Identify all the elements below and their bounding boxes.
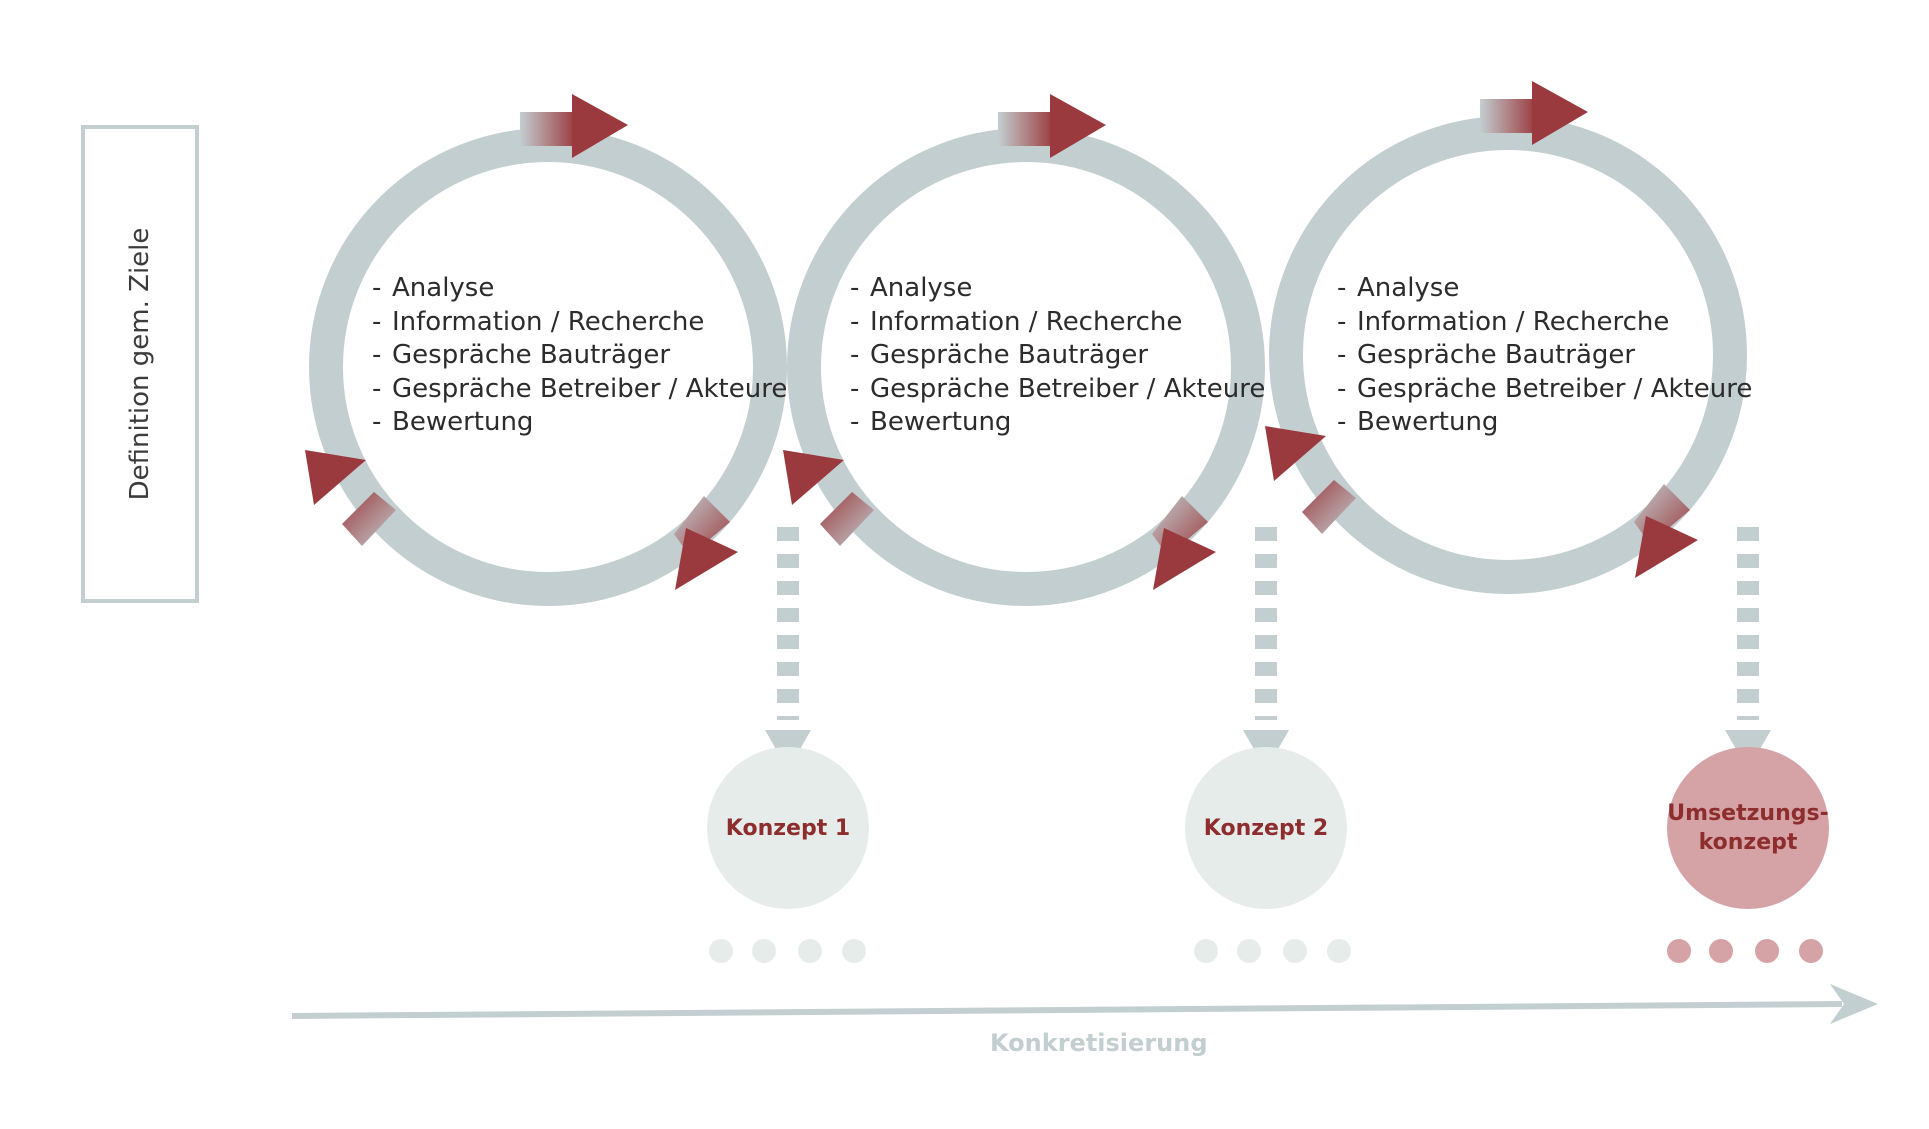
step-bullet: -	[372, 373, 382, 404]
progress-dot	[1194, 939, 1218, 963]
progress-dot	[709, 939, 733, 963]
step-text: Gespräche Betreiber / Akteure	[1357, 373, 1753, 404]
step-text: Gespräche Betreiber / Akteure	[870, 373, 1266, 404]
dashed-arrow-2	[1243, 527, 1289, 770]
step-text: Information / Recherche	[870, 306, 1183, 337]
step-text: Bewertung	[870, 407, 1012, 437]
progress-dot	[1709, 939, 1733, 963]
step-bullet: -	[850, 340, 860, 370]
cycle-1-steps: -Analyse-Information / Recherche-Gespräc…	[372, 272, 787, 440]
step-text: Gespräche Bauträger	[870, 340, 1149, 370]
ring-arrow-lower-left	[1265, 426, 1356, 534]
step-item: -Gespräche Bauträger	[850, 339, 1265, 373]
step-bullet: -	[850, 306, 860, 337]
concept-1-label: Konzept 1	[725, 815, 851, 841]
step-item: -Gespräche Betreiber / Akteure	[1337, 373, 1752, 407]
step-bullet: -	[372, 407, 382, 437]
step-item: -Analyse	[1337, 272, 1752, 306]
progress-dot	[842, 939, 866, 963]
concept-2-node: Konzept 2	[1185, 747, 1347, 909]
step-text: Gespräche Betreiber / Akteure	[392, 373, 788, 404]
step-bullet: -	[1337, 407, 1347, 437]
ring-arrow-lower-right	[674, 496, 738, 590]
ring-arrow-lower-right	[1634, 484, 1698, 578]
ring-arrow-lower-left	[305, 450, 396, 546]
step-text: Information / Recherche	[392, 306, 705, 337]
ring-arrow-lower-right	[1152, 496, 1216, 590]
ring-arrow-top	[998, 94, 1106, 158]
cycle-ring-2	[783, 94, 1265, 606]
step-item: -Bewertung	[1337, 406, 1752, 440]
progress-dot	[1237, 939, 1261, 963]
step-item: -Analyse	[850, 272, 1265, 306]
implementation-concept-label: Umsetzungs- konzept	[1667, 801, 1829, 855]
progress-dot	[1799, 939, 1823, 963]
progress-dot	[752, 939, 776, 963]
step-item: -Analyse	[372, 272, 787, 306]
step-item: -Gespräche Bauträger	[1337, 339, 1752, 373]
step-bullet: -	[372, 340, 382, 370]
step-text: Gespräche Bauträger	[1357, 340, 1636, 370]
dashed-arrow-1	[765, 527, 811, 770]
progress-dot	[1283, 939, 1307, 963]
step-text: Bewertung	[392, 407, 534, 437]
progress-dot	[1667, 939, 1691, 963]
dashed-arrow-3	[1725, 527, 1771, 770]
cycle-ring-3	[1265, 81, 1747, 594]
step-bullet: -	[850, 407, 860, 437]
step-text: Analyse	[870, 273, 973, 303]
step-item: -Bewertung	[372, 406, 787, 440]
progress-axis-arrow	[291, 984, 1878, 1024]
goal-definition-box: Definition gem. Ziele	[81, 125, 199, 603]
step-item: -Bewertung	[850, 406, 1265, 440]
axis-label: Konkretisierung	[990, 1029, 1208, 1057]
step-item: -Gespräche Betreiber / Akteure	[850, 373, 1265, 407]
concept-2-label: Konzept 2	[1203, 815, 1329, 841]
goal-definition-label: Definition gem. Ziele	[125, 227, 155, 501]
step-text: Analyse	[392, 273, 495, 303]
cycle-3-steps: -Analyse-Information / Recherche-Gespräc…	[1337, 272, 1752, 440]
step-bullet: -	[1337, 340, 1347, 370]
progress-dot	[1755, 939, 1779, 963]
step-item: -Gespräche Bauträger	[372, 339, 787, 373]
ring-arrow-top	[520, 94, 628, 158]
step-text: Gespräche Bauträger	[392, 340, 671, 370]
concept-1-node: Konzept 1	[707, 747, 869, 909]
cycle-ring-1	[305, 94, 787, 606]
step-item: -Information / Recherche	[372, 306, 787, 340]
step-bullet: -	[1337, 273, 1347, 303]
step-text: Analyse	[1357, 273, 1460, 303]
progress-dot	[798, 939, 822, 963]
implementation-concept-node: Umsetzungs- konzept	[1667, 747, 1829, 909]
ring-arrow-lower-left	[783, 450, 874, 546]
step-bullet: -	[850, 373, 860, 404]
cycle-2-steps: -Analyse-Information / Recherche-Gespräc…	[850, 272, 1265, 440]
ring-arrow-top	[1480, 81, 1588, 145]
step-bullet: -	[372, 273, 382, 303]
step-text: Information / Recherche	[1357, 306, 1670, 337]
step-bullet: -	[850, 273, 860, 303]
step-item: -Information / Recherche	[1337, 306, 1752, 340]
step-text: Bewertung	[1357, 407, 1499, 437]
step-bullet: -	[372, 306, 382, 337]
step-bullet: -	[1337, 373, 1347, 404]
step-bullet: -	[1337, 306, 1347, 337]
progress-dot	[1327, 939, 1351, 963]
step-item: -Gespräche Betreiber / Akteure	[372, 373, 787, 407]
step-item: -Information / Recherche	[850, 306, 1265, 340]
